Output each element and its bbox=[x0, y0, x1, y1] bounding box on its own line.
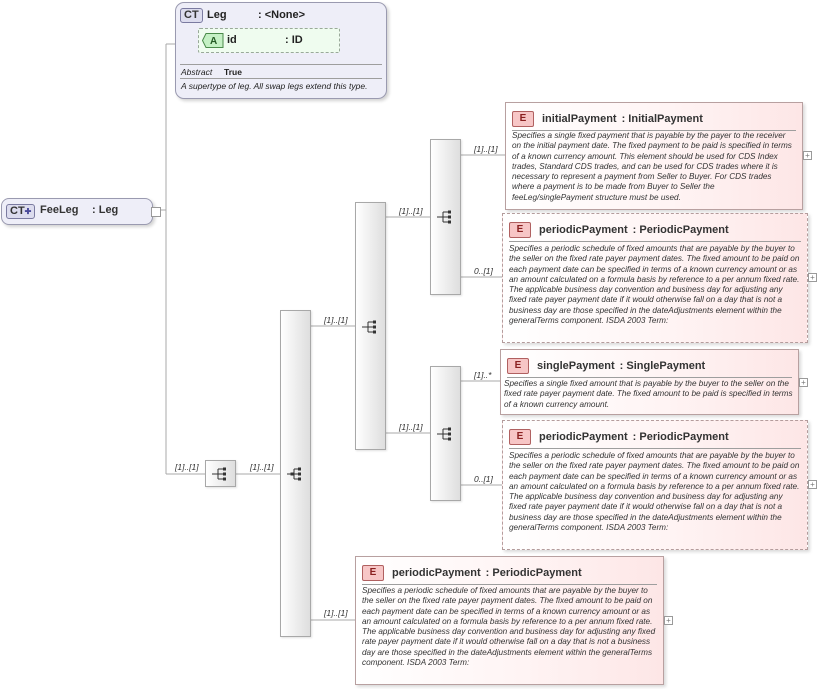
attribute-name: id bbox=[227, 34, 237, 46]
feeleg-type-box[interactable]: CT✚ FeeLeg : Leg bbox=[1, 198, 161, 225]
element-name: periodicPayment bbox=[539, 224, 628, 236]
sequence-icon bbox=[212, 467, 226, 481]
attribute-type: : ID bbox=[285, 34, 303, 46]
cardinality-period-a: 0..[1] bbox=[474, 266, 493, 276]
element-header: E singlePayment : SinglePayment bbox=[507, 355, 792, 378]
sequence-icon bbox=[362, 320, 376, 334]
leg-doc: A supertype of leg. All swap legs extend… bbox=[181, 81, 368, 91]
choice-icon bbox=[287, 467, 301, 481]
leg-base: : <None> bbox=[258, 9, 306, 21]
element-doc: Specifies a single fixed amount that is … bbox=[504, 379, 793, 409]
feeleg-name: FeeLeg bbox=[40, 204, 79, 216]
cardinality-seq-a: [1]..[1] bbox=[324, 315, 348, 325]
ct-icon: CT bbox=[180, 8, 203, 23]
choice-group[interactable] bbox=[280, 310, 311, 637]
plus-icon[interactable]: + bbox=[803, 151, 812, 160]
svg-text:A: A bbox=[210, 36, 217, 47]
attribute-id[interactable]: A A id : ID bbox=[198, 28, 340, 53]
element-periodic-payment-1[interactable]: E periodicPayment : PeriodicPayment Spec… bbox=[502, 213, 808, 343]
element-type: : PeriodicPayment bbox=[485, 567, 582, 579]
element-initial-payment[interactable]: E initialPayment : InitialPayment Specif… bbox=[505, 102, 803, 210]
main-sequence[interactable] bbox=[205, 460, 236, 487]
cardinality-seq-a2: [1]..[1] bbox=[399, 422, 423, 432]
element-periodic-payment-3[interactable]: E periodicPayment : PeriodicPayment Spec… bbox=[355, 556, 664, 685]
element-type: : PeriodicPayment bbox=[632, 431, 729, 443]
plus-icon[interactable]: + bbox=[799, 378, 808, 387]
cardinality-main: [1]..[1] bbox=[175, 462, 199, 472]
leg-name: Leg bbox=[207, 9, 227, 21]
plus-icon[interactable]: + bbox=[808, 480, 817, 489]
element-header: E periodicPayment : PeriodicPayment bbox=[362, 562, 657, 585]
element-periodic-payment-2[interactable]: E periodicPayment : PeriodicPayment Spec… bbox=[502, 420, 808, 550]
leg-type-box[interactable]: CT Leg : <None> A A id : ID Abstract Tru… bbox=[175, 2, 387, 99]
element-icon: E bbox=[509, 222, 531, 238]
leg-divider bbox=[180, 64, 382, 65]
sequence-icon bbox=[437, 427, 451, 441]
element-doc: Specifies a single fixed payment that is… bbox=[512, 131, 792, 202]
abstract-label: Abstract bbox=[181, 67, 213, 77]
element-doc: Specifies a periodic schedule of fixed a… bbox=[509, 451, 800, 533]
plus-icon[interactable]: + bbox=[808, 273, 817, 282]
plus-icon[interactable]: + bbox=[664, 616, 673, 625]
cardinality-period-b: 0..[1] bbox=[474, 474, 493, 484]
cardinality-single: [1]..* bbox=[474, 370, 492, 380]
element-icon: E bbox=[507, 358, 529, 374]
element-name: periodicPayment bbox=[539, 431, 628, 443]
sequence-a1[interactable] bbox=[430, 139, 461, 295]
element-icon: E bbox=[509, 429, 531, 445]
element-icon: E bbox=[362, 565, 384, 581]
element-name: initialPayment bbox=[542, 113, 617, 125]
attribute-icon: A bbox=[201, 33, 224, 48]
collapse-icon[interactable] bbox=[151, 207, 161, 217]
cardinality-tail: [1]..[1] bbox=[324, 608, 348, 618]
element-header: E periodicPayment : PeriodicPayment bbox=[509, 219, 801, 242]
cardinality-choice: [1]..[1] bbox=[250, 462, 274, 472]
element-type: : SinglePayment bbox=[619, 360, 706, 372]
ct-extension-icon: CT✚ bbox=[6, 204, 36, 219]
abstract-value: True bbox=[224, 67, 242, 77]
element-type: : PeriodicPayment bbox=[632, 224, 729, 236]
leg-divider-2 bbox=[180, 78, 382, 79]
element-single-payment[interactable]: E singlePayment : SinglePayment Specifie… bbox=[500, 349, 799, 415]
element-header: E periodicPayment : PeriodicPayment bbox=[509, 426, 801, 449]
element-name: periodicPayment bbox=[392, 567, 481, 579]
sequence-icon bbox=[437, 210, 451, 224]
element-icon: E bbox=[512, 111, 534, 127]
element-type: : InitialPayment bbox=[621, 113, 703, 125]
element-doc: Specifies a periodic schedule of fixed a… bbox=[509, 244, 800, 326]
element-doc: Specifies a periodic schedule of fixed a… bbox=[362, 586, 656, 668]
ct-badge-label: CT bbox=[10, 205, 25, 217]
element-header: E initialPayment : InitialPayment bbox=[512, 108, 796, 131]
feeleg-type: : Leg bbox=[92, 204, 119, 216]
element-name: singlePayment bbox=[537, 360, 615, 372]
cardinality-seq-a1: [1]..[1] bbox=[399, 206, 423, 216]
sequence-a2[interactable] bbox=[430, 366, 461, 501]
sequence-a[interactable] bbox=[355, 202, 386, 450]
cardinality-initial: [1]..[1] bbox=[474, 144, 498, 154]
